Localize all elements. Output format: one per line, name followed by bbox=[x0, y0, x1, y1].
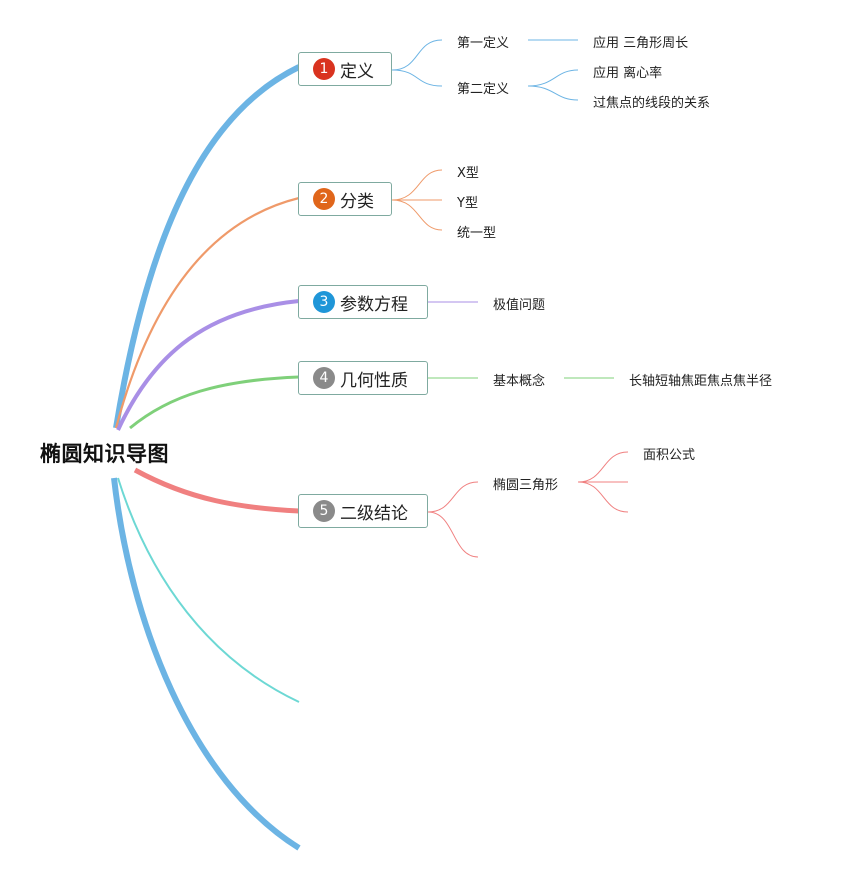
topic-definition[interactable]: 1 定义 bbox=[298, 52, 392, 86]
subtopic-first-definition[interactable]: 第一定义 bbox=[457, 36, 510, 51]
subtopic-x-type[interactable]: X型 bbox=[457, 166, 479, 181]
subtopic-eccentricity[interactable]: 应用 离心率 bbox=[593, 66, 663, 81]
subtopic-basic-concepts[interactable]: 基本概念 bbox=[493, 374, 546, 389]
topic-parametric-equation[interactable]: 3 参数方程 bbox=[298, 285, 428, 319]
number-badge-2: 2 bbox=[313, 188, 335, 210]
subtopic-axes-foci[interactable]: 长轴短轴焦距焦点焦半径 bbox=[629, 374, 773, 389]
subtopic-unified-type[interactable]: 统一型 bbox=[457, 226, 497, 241]
topic-label: 参数方程 bbox=[340, 294, 408, 315]
number-badge-4: 4 bbox=[313, 367, 335, 389]
subtopic-focal-triangle[interactable]: 椭圆三角形 bbox=[493, 478, 559, 493]
topic-label: 几何性质 bbox=[340, 370, 408, 391]
subtopic-second-definition[interactable]: 第二定义 bbox=[457, 82, 510, 97]
branch-line-6 bbox=[117, 477, 300, 703]
subtopic-triangle-perimeter[interactable]: 应用 三角形周长 bbox=[593, 36, 689, 51]
branch-line-4 bbox=[129, 375, 300, 430]
number-badge-1: 1 bbox=[313, 58, 335, 80]
branch-line-1 bbox=[113, 64, 301, 429]
subtopic-y-type[interactable]: Y型 bbox=[457, 196, 478, 211]
subtopic-focal-segment[interactable]: 过焦点的线段的关系 bbox=[593, 96, 711, 111]
topic-label: 二级结论 bbox=[340, 503, 408, 524]
branch-line-7 bbox=[111, 477, 301, 851]
topic-geometric-properties[interactable]: 4 几何性质 bbox=[298, 361, 428, 395]
branch-line-5 bbox=[133, 467, 300, 514]
branch-line-3 bbox=[116, 299, 300, 431]
subtopic-area-formula[interactable]: 面积公式 bbox=[643, 448, 696, 463]
topic-label: 分类 bbox=[340, 191, 374, 212]
number-badge-5: 5 bbox=[313, 500, 335, 522]
root-title[interactable]: 椭圆知识导图 bbox=[40, 442, 169, 466]
topic-label: 定义 bbox=[340, 61, 374, 82]
subtopic-extremum[interactable]: 极值问题 bbox=[493, 298, 546, 313]
number-badge-3: 3 bbox=[313, 291, 335, 313]
topic-secondary-conclusions[interactable]: 5 二级结论 bbox=[298, 494, 428, 528]
branch-line-2 bbox=[114, 196, 300, 429]
topic-classification[interactable]: 2 分类 bbox=[298, 182, 392, 216]
